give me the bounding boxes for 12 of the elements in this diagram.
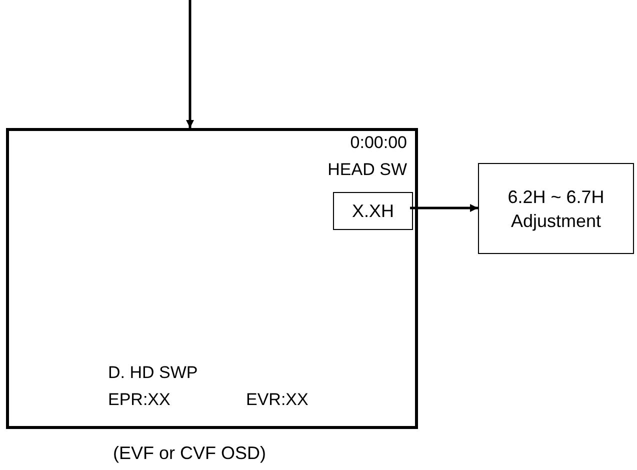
note-text: 6.2H ~ 6.7H Adjustment (506, 186, 606, 232)
arrow (410, 204, 478, 212)
value-box (333, 192, 413, 230)
arrow (186, 0, 194, 128)
osd-text: EVR:XX (246, 390, 308, 410)
osd-text: D. HD SWP (108, 363, 198, 383)
osd-text: HEAD SW (328, 160, 407, 180)
value-text: X.XH (350, 200, 395, 223)
caption-text: (EVF or CVF OSD) (113, 442, 266, 465)
osd-text: EPR:XX (108, 390, 170, 410)
osd-text: 0:00:00 (350, 133, 407, 153)
note-box (478, 163, 634, 254)
